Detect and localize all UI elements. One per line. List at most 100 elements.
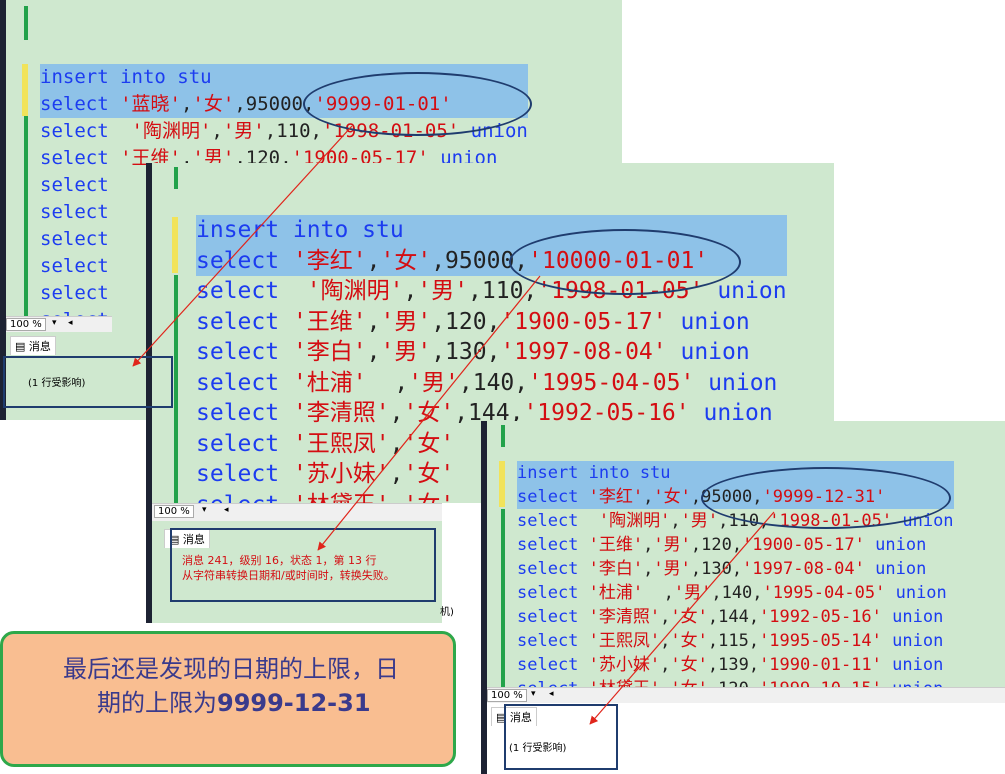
sql-string: '王维' xyxy=(292,308,367,335)
sql-keyword: insert into stu xyxy=(517,463,671,483)
sql-string: '1997-08-04' xyxy=(500,339,667,365)
code-line[interactable]: select '林黛玉','女',120,'1999-10-15' union xyxy=(517,677,954,687)
window-left-edge-3 xyxy=(481,421,487,774)
highlight-box-1 xyxy=(3,356,173,408)
sql-text: ,139, xyxy=(707,655,760,675)
sql-keyword: select xyxy=(517,511,599,531)
sql-string: '苏小妹' xyxy=(588,655,661,675)
sql-string: '女' xyxy=(403,400,455,426)
sql-text: , xyxy=(660,679,670,687)
scroll-left-icon[interactable]: ◂ xyxy=(68,318,73,328)
messages-icon: ▤ xyxy=(496,711,507,724)
chevron-down-icon[interactable]: ▾ xyxy=(52,318,57,328)
highlight-ellipse-2 xyxy=(509,229,741,295)
sql-keyword: select xyxy=(517,487,589,507)
zoom-select[interactable]: 100 % xyxy=(487,689,527,702)
code-line[interactable]: insert into stu xyxy=(40,64,528,91)
sql-text: ,110, xyxy=(468,278,538,304)
sql-keyword: union xyxy=(694,369,778,396)
sql-keyword: select xyxy=(196,247,293,274)
sql-keyword: select xyxy=(517,631,589,651)
saved-bar xyxy=(174,275,178,503)
sql-string: '李清照' xyxy=(588,607,661,627)
sql-string: '王维' xyxy=(588,535,644,555)
code-line[interactable]: select '李清照','女',144,'1992-05-16' union xyxy=(517,605,954,629)
sql-keyword: union xyxy=(666,308,750,335)
scroll-left-icon[interactable]: ◂ xyxy=(549,689,554,699)
sql-string: '林黛玉' xyxy=(589,679,660,687)
code-line[interactable]: select '王熙凤','女',115,'1995-05-14' union xyxy=(517,629,954,653)
zoom-bar-3: 100 % ▾ ◂ xyxy=(487,687,1005,704)
sql-keyword: union xyxy=(881,607,944,627)
sql-keyword: select xyxy=(196,400,293,426)
sql-string: '1900-05-17' xyxy=(742,535,865,555)
callout-line-2: 期的上限为9999-12-31 xyxy=(97,689,371,717)
code-line[interactable]: select xyxy=(40,280,528,307)
code-line[interactable]: select '李白','男',130,'1997-08-04' union xyxy=(517,557,954,581)
sql-string: '1995-05-14' xyxy=(759,631,882,651)
change-bar xyxy=(501,425,505,447)
sql-string: '男' xyxy=(417,278,469,304)
sql-text: ,120, xyxy=(708,679,759,687)
sql-string: '杜浦' xyxy=(292,369,367,396)
code-line[interactable]: select '王维','男',120,'1900-05-17' union xyxy=(196,307,787,338)
sql-keyword: select xyxy=(40,201,109,223)
sql-string: '女' xyxy=(403,461,455,487)
sql-text: , xyxy=(390,492,404,504)
zoom-bar-1: 100 % ▾ ◂ xyxy=(6,316,112,333)
sql-keyword: union xyxy=(881,655,944,675)
code-line[interactable]: select xyxy=(40,172,528,199)
code-line[interactable]: select xyxy=(40,253,528,280)
sql-string: '1995-04-05' xyxy=(528,369,695,396)
zoom-select[interactable]: 100 % xyxy=(154,505,194,518)
message-text-3: (1 行受影响) xyxy=(509,743,567,754)
sql-string: '陶渊明' xyxy=(598,511,671,531)
sql-string: '陶渊明' xyxy=(306,278,404,304)
sql-keyword: select xyxy=(196,278,307,304)
sql-text: ,120, xyxy=(431,308,501,335)
sql-keyword: union xyxy=(864,559,927,579)
sql-keyword: select xyxy=(517,655,589,675)
sql-string: '1992-05-16' xyxy=(759,607,882,627)
sql-text: , xyxy=(366,247,381,274)
results-pane-1: ▤ 消息 (1 行受影响) xyxy=(6,332,112,420)
sql-string: '女' xyxy=(404,492,455,504)
sql-text: , xyxy=(660,655,671,675)
code-line[interactable]: select '王维','男',120,'1900-05-17' union xyxy=(517,533,954,557)
chevron-down-icon[interactable]: ▾ xyxy=(202,505,207,515)
sql-keyword: select xyxy=(40,174,109,196)
sql-string: '女' xyxy=(380,247,432,274)
sql-string: '女' xyxy=(670,655,708,675)
highlight-ellipse-3 xyxy=(701,467,951,529)
code-line[interactable]: select '杜浦' ,'男',140,'1995-04-05' union xyxy=(196,368,787,399)
code-line[interactable]: select '李白','男',130,'1997-08-04' union xyxy=(196,337,787,368)
sql-keyword: select xyxy=(196,461,293,487)
sql-string: '1995-04-05' xyxy=(762,583,886,603)
callout-line-1: 最后还是发现的日期的上限，日 xyxy=(63,655,399,683)
zoom-select[interactable]: 100 % xyxy=(6,318,46,331)
scroll-left-icon[interactable]: ◂ xyxy=(224,505,229,515)
error-line-2: 从字符串转换日期和/或时间时，转换失败。 xyxy=(182,569,395,582)
highlight-ellipse-1 xyxy=(303,72,532,136)
sql-string: '杜浦' xyxy=(588,583,644,603)
chevron-down-icon[interactable]: ▾ xyxy=(531,689,536,699)
sql-text: ,130, xyxy=(431,339,501,365)
sql-keyword: union xyxy=(666,339,750,365)
code-line[interactable]: select '杜浦' ,'男',140,'1995-04-05' union xyxy=(517,581,954,605)
sql-string: '苏小妹' xyxy=(292,461,390,487)
sql-text: ,140, xyxy=(711,583,763,603)
error-line-1: 消息 241，级别 16，状态 1，第 13 行 xyxy=(182,554,377,567)
unsaved-bar xyxy=(22,64,28,116)
code-line[interactable]: select xyxy=(40,199,528,226)
code-line[interactable]: select xyxy=(40,226,528,253)
sql-text: , xyxy=(366,339,381,365)
sql-keyword: union xyxy=(703,278,787,304)
sql-keyword: select xyxy=(196,308,293,335)
sql-text: , xyxy=(389,430,404,457)
code-line[interactable]: select '苏小妹','女',139,'1990-01-11' union xyxy=(517,653,954,677)
sql-keyword: select xyxy=(40,255,109,277)
tab-messages-3[interactable]: ▤ 消息 xyxy=(491,707,537,726)
sql-keyword: union xyxy=(864,535,927,555)
message-text-1: (1 行受影响) xyxy=(28,378,86,389)
tab-messages-1[interactable]: ▤ 消息 xyxy=(10,336,56,355)
